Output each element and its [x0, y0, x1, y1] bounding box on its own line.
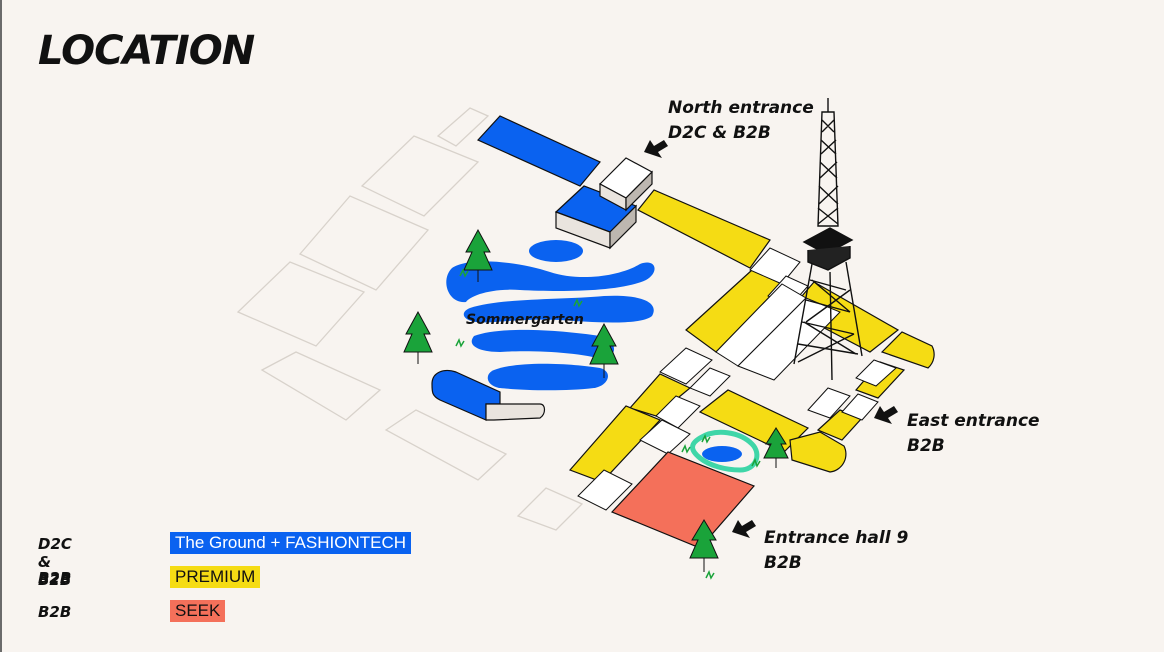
- hall9-entrance-name: Entrance hall 9: [764, 528, 909, 548]
- east-entrance-name: East entrance: [907, 411, 1040, 431]
- legend-swatch: PREMIUM: [170, 566, 261, 588]
- legend-group: B2B: [38, 603, 72, 621]
- grass-tufts: [455, 268, 761, 580]
- tree-icon: [463, 228, 493, 282]
- radio-tower-icon: [793, 98, 863, 381]
- teal-pond: [690, 429, 760, 473]
- blue-hall-north: [476, 115, 638, 250]
- east-entrance-type: B2B: [907, 436, 945, 456]
- connector-outlines: [577, 247, 897, 511]
- page-edge: [0, 0, 2, 652]
- legend-group: D2C & B2B: [38, 535, 72, 589]
- north-entrance-name: North entrance: [668, 98, 814, 118]
- hall9-entrance-callout: Entrance hall 9 B2B: [764, 526, 908, 576]
- sommergarten-label: Sommergarten: [466, 312, 584, 328]
- tree-icon: [763, 427, 789, 468]
- page-title: LOCATION: [38, 28, 255, 74]
- blue-curved-block: [431, 369, 546, 421]
- arrow-icon: [874, 406, 898, 424]
- arrow-icon: [644, 140, 668, 158]
- tree-icon: [403, 310, 433, 364]
- tree-icon: [589, 322, 619, 378]
- north-entrance-type: D2C & B2B: [668, 123, 771, 143]
- north-entrance-block: [599, 157, 653, 212]
- legend-swatch: SEEK: [170, 600, 226, 622]
- hall9-entrance-type: B2B: [764, 553, 802, 573]
- north-entrance-callout: North entrance D2C & B2B: [668, 96, 814, 146]
- background-outlines: [236, 107, 584, 531]
- legend-swatch: The Ground + FASHIONTECH: [170, 532, 411, 554]
- arrow-icon: [732, 520, 756, 538]
- sommergarten-pond: [446, 240, 655, 391]
- legend-group: B2B: [38, 569, 72, 587]
- seek-hall: [610, 451, 756, 549]
- tree-icon: [689, 519, 719, 572]
- east-entrance-callout: East entrance B2B: [907, 409, 1040, 459]
